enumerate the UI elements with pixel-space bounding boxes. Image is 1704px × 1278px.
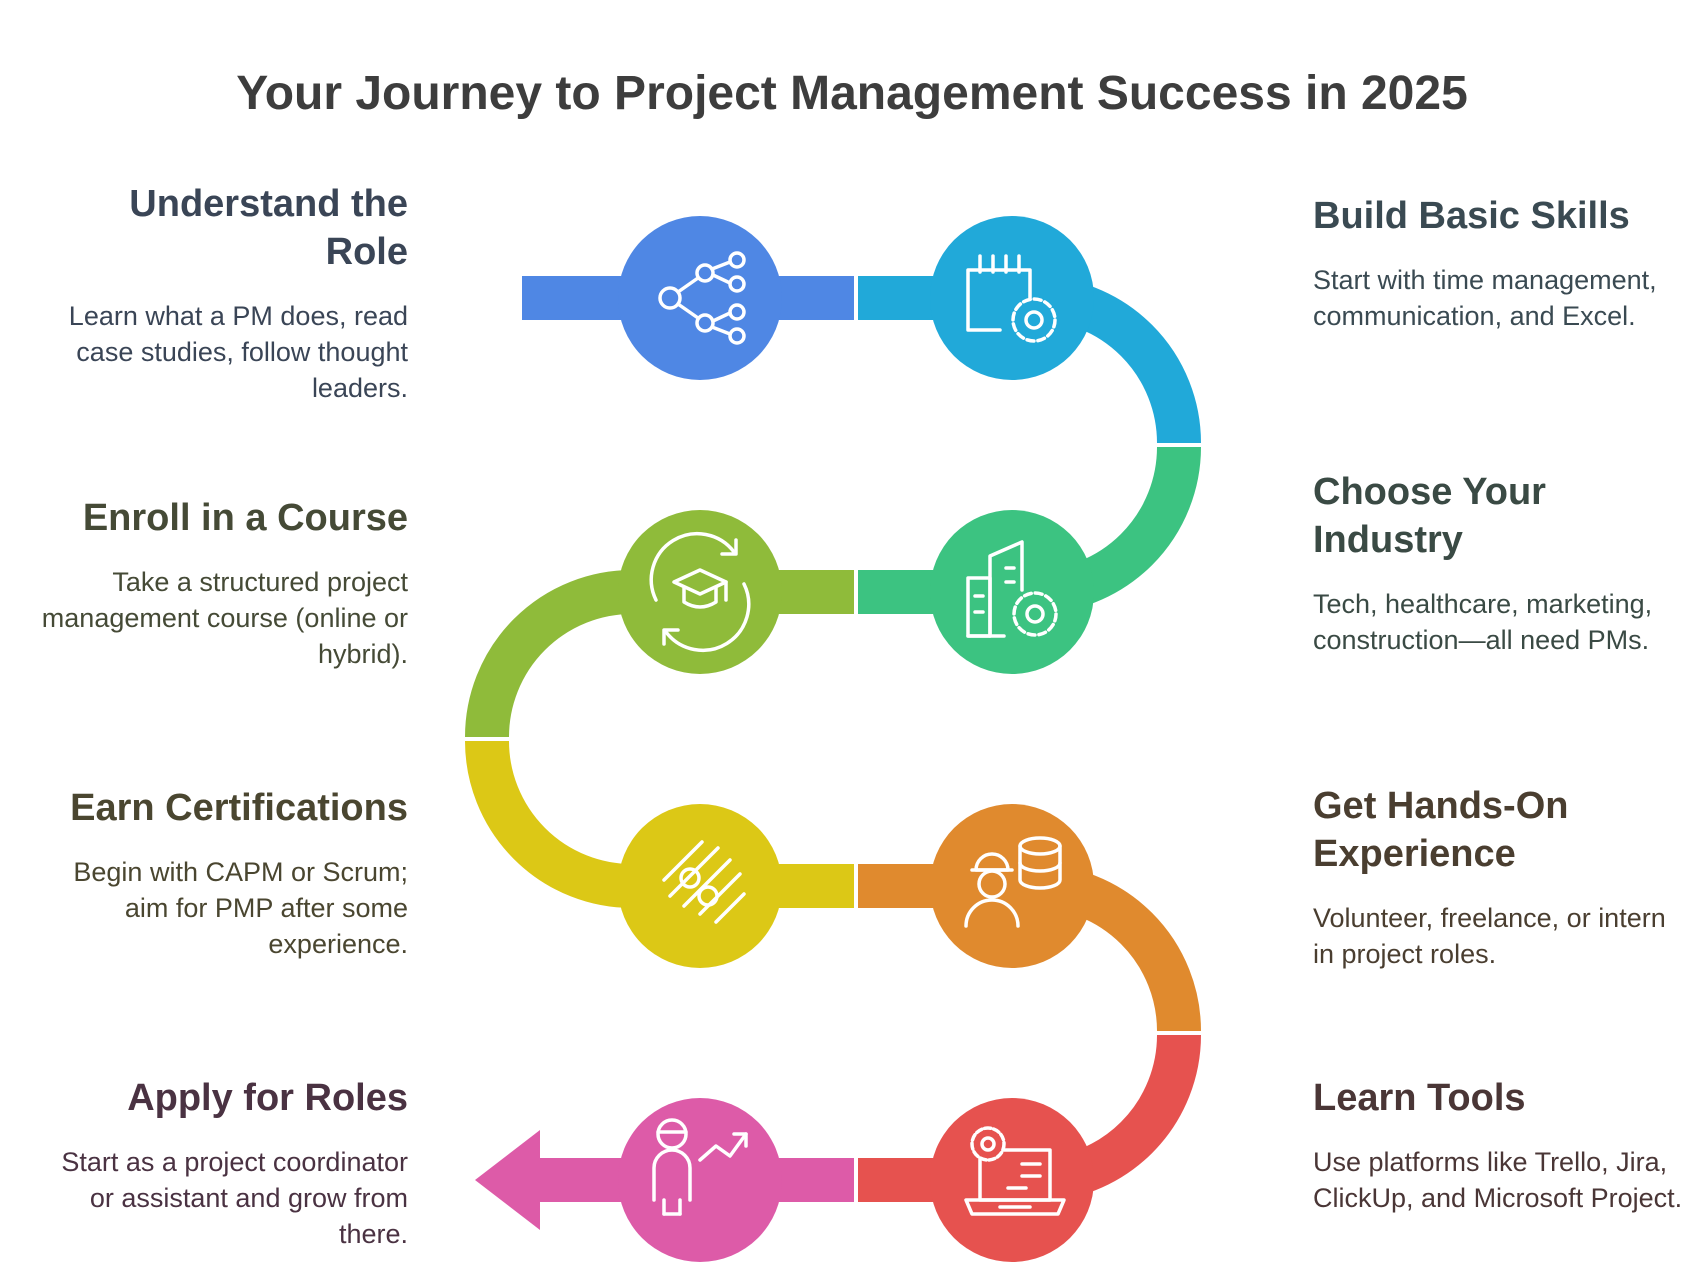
- step-title: Earn Certifications: [70, 787, 408, 829]
- step-title: Apply for Roles: [127, 1077, 408, 1119]
- step-description: Start with time management, communicatio…: [1313, 265, 1657, 331]
- step-title: Learn Tools: [1313, 1077, 1526, 1119]
- step-circle-7: [930, 1098, 1094, 1262]
- step-title: Build Basic Skills: [1313, 195, 1630, 237]
- step-title: Get Hands-On Experience: [1313, 785, 1569, 875]
- step-earn-certifications: Earn Certifications Begin with CAPM or S…: [40, 784, 408, 962]
- calendar-gear-icon: [966, 254, 1057, 343]
- worker-database-icon: [964, 836, 1062, 928]
- certificate-stripes-icon: [662, 840, 746, 924]
- path-segment-5: [465, 740, 854, 908]
- path-segment-4: [465, 570, 854, 738]
- step-choose-industry: Choose Your Industry Tech, healthcare, m…: [1313, 468, 1683, 658]
- path-arrowhead: [475, 1130, 540, 1230]
- step-description: Learn what a PM does, read case studies,…: [68, 301, 408, 403]
- step-description: Volunteer, freelance, or intern in proje…: [1313, 903, 1666, 969]
- step-enroll-course: Enroll in a Course Take a structured pro…: [40, 494, 408, 672]
- step-description: Tech, healthcare, marketing, constructio…: [1313, 589, 1653, 655]
- step-title: Enroll in a Course: [82, 497, 408, 539]
- person-growth-icon: [652, 1118, 748, 1216]
- step-description: Take a structured project management cou…: [41, 567, 408, 669]
- step-circle-8: [618, 1098, 782, 1262]
- share-network-icon: [658, 251, 746, 345]
- step-build-basic-skills: Build Basic Skills Start with time manag…: [1313, 192, 1683, 334]
- graduation-cap-cycle-icon: [649, 531, 751, 653]
- step-hands-on-experience: Get Hands-On Experience Volunteer, freel…: [1313, 782, 1683, 972]
- step-circle-1: [618, 216, 782, 380]
- step-title: Choose Your Industry: [1313, 471, 1546, 561]
- step-circle-2: [930, 216, 1094, 380]
- step-circle-5: [618, 804, 782, 968]
- step-description: Start as a project coordinator or assist…: [61, 1147, 408, 1249]
- step-title: Understand the Role: [129, 183, 408, 273]
- laptop-gear-icon: [964, 1126, 1066, 1216]
- step-apply-roles: Apply for Roles Start as a project coord…: [40, 1074, 408, 1252]
- step-understand-role: Understand the Role Learn what a PM does…: [40, 180, 408, 406]
- step-description: Use platforms like Trello, Jira, ClickUp…: [1313, 1147, 1683, 1213]
- page-title: Your Journey to Project Management Succe…: [236, 67, 1468, 120]
- step-circle-3: [930, 510, 1094, 674]
- step-description: Begin with CAPM or Scrum; aim for PMP af…: [73, 857, 408, 959]
- step-learn-tools: Learn Tools Use platforms like Trello, J…: [1313, 1074, 1683, 1216]
- buildings-gear-icon: [966, 540, 1058, 638]
- step-circle-6: [930, 804, 1094, 968]
